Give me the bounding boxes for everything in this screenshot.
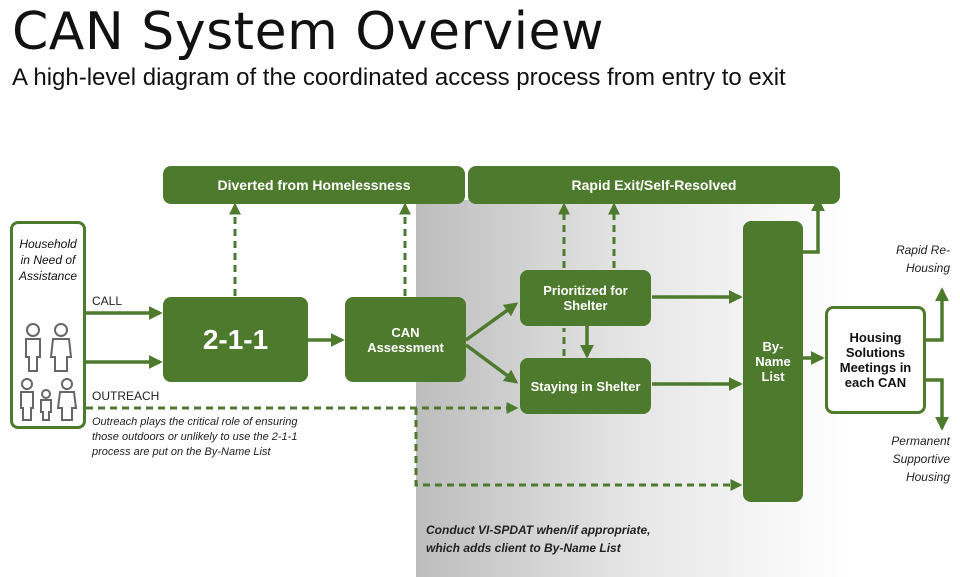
prioritized-box: Prioritized for Shelter (520, 270, 651, 326)
rapid-rehousing-label: Rapid Re-Housing (895, 243, 950, 275)
diverted-box: Diverted from Homelessness (163, 166, 465, 204)
diverted-label: Diverted from Homelessness (217, 177, 411, 193)
page-title: CAN System Overview (12, 2, 605, 62)
can-to-prioritized-arrow (464, 302, 519, 342)
can-to-staying-arrow (464, 343, 519, 384)
by-name-list-box: By-Name List (743, 221, 803, 502)
staying-label: Staying in Shelter (530, 378, 641, 394)
housing-solutions-box: Housing Solutions Meetings in each CAN (825, 306, 926, 414)
rapid-exit-label: Rapid Exit/Self-Resolved (571, 177, 737, 193)
housing-solutions-label: Housing Solutions Meetings in each CAN (839, 330, 912, 390)
people-icon (20, 323, 78, 421)
housing-to-rrh-arrow (926, 287, 949, 342)
vispdat-note: Conduct VI-SPDAT when/if appropriate, wh… (426, 523, 651, 555)
outreach-label: OUTREACH (92, 389, 160, 403)
can-assessment-label: CAN Assessment (367, 324, 444, 355)
by-name-list-label: By-Name List (755, 339, 791, 384)
rapid-exit-box: Rapid Exit/Self-Resolved (468, 166, 840, 204)
prioritized-label: Prioritized for Shelter (543, 283, 628, 313)
staying-box: Staying in Shelter (520, 358, 651, 414)
byname-to-rapid-exit-arrow (803, 197, 825, 254)
call-label: CALL (92, 294, 123, 308)
211-box: 2-1-1 (163, 297, 308, 382)
outreach-note: Outreach plays the critical role of ensu… (92, 416, 298, 458)
can-assessment-box: CAN Assessment (345, 297, 466, 382)
211-label: 2-1-1 (202, 323, 269, 355)
household-box: Household in Need of Assistance (10, 221, 86, 429)
outreach-to-byname-arrow (414, 408, 743, 491)
housing-to-psh-arrow (926, 378, 949, 431)
permanent-housing-label: Permanent Supportive Housing (891, 434, 950, 484)
household-label: Household in Need of Assistance (18, 237, 78, 283)
page-subtitle: A high-level diagram of the coordinated … (12, 64, 786, 91)
